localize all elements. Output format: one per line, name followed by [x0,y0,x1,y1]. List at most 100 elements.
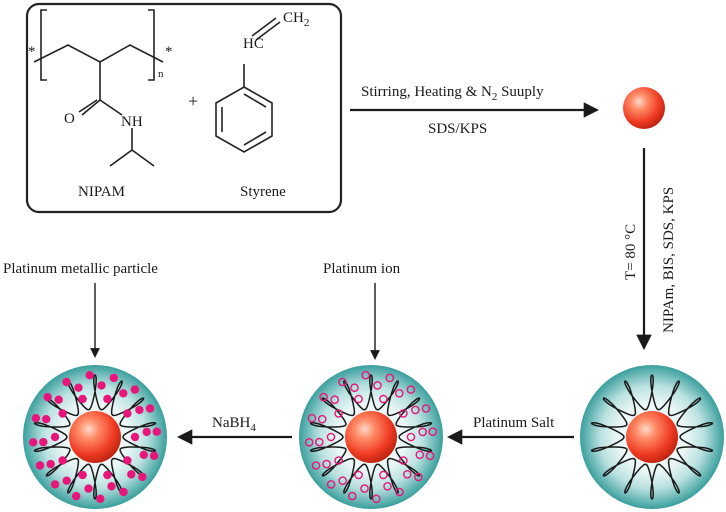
step1-condition: Stirring, Heating & N2 Suuply [361,84,544,103]
pt-ion [385,373,395,383]
pt-ion [379,470,388,480]
pt-ion [326,480,336,489]
pt-ion-loaded-microgel [299,365,443,509]
pt-ion [394,388,404,398]
pt-particle [142,427,151,437]
pt-particle [130,385,140,394]
pt-particle [127,470,136,479]
pt-particle [43,392,52,402]
pt-ion [395,487,404,497]
callout-ion-label: Platinum ion [323,261,401,277]
amide-nh: NH [121,114,143,130]
pt-ion [406,385,416,394]
step2-arrow: T= 80 °C NIPAm, BIS, SDS, KPS [623,148,677,351]
pt-ion [425,451,435,461]
pt-ion [317,414,327,424]
step3-reagent: Platinum Salt [473,415,555,431]
step2-temperature: T= 80 °C [623,224,639,280]
pt-particle [39,437,48,447]
pt-particle [97,381,106,390]
pt-ion [360,484,369,493]
pt-ion [411,405,420,415]
end-star-right: * [165,44,173,60]
pt-particle [84,484,93,493]
pt-ion [402,469,412,479]
vinyl-ch2: CH2 [283,10,309,29]
pnipam-chains [309,373,433,501]
vinyl-hc: HC [243,36,264,52]
pt-ion [334,456,343,465]
pt-ion [361,370,371,380]
pt-ion [338,377,347,387]
pt-particle [152,427,161,436]
pt-particle [50,432,60,442]
styrene-structure [215,17,281,153]
nipam-structure [33,9,164,167]
step4-arrow: NaBH4 [176,415,292,445]
nipam-label: NIPAM [78,184,125,200]
step1-reagents: SDS/KPS [428,121,487,137]
step2-reagents: NIPAm, BIS, SDS, KPS [661,187,677,333]
pt-particle [130,432,140,442]
pt-ion [399,456,408,465]
pt-ion [415,450,425,460]
pt-particle [72,491,81,501]
pt-ion [326,432,336,442]
pt-particle [109,373,119,383]
pt-ion [304,437,314,447]
pt-particle [54,395,63,404]
pt-particle [103,394,112,404]
pt-particle [29,438,38,447]
pt-particle [103,470,112,480]
pnipam-chains [590,373,714,501]
pt-particle [46,459,55,469]
pt-particle [35,461,45,470]
pt-ion [338,476,348,486]
pt-ion [330,395,340,405]
pt-ion [383,481,392,491]
pt-ion [354,470,363,480]
callout-ion: Platinum ion [323,261,401,360]
pt-particle [58,409,67,418]
repeat-n: n [158,68,164,80]
pt-ion [307,413,317,423]
pt-particle [119,389,128,398]
pt-particle [62,377,71,387]
pt-ion [350,383,359,393]
pt-particle [123,456,132,465]
pt-ion [319,392,328,402]
pt-particle [42,415,51,424]
pt-particle [119,487,128,497]
callout-metallic: Platinum metallic particle [3,261,158,358]
pt-ion [334,409,343,418]
pt-particle [107,482,116,491]
pnipam-chains [33,373,157,501]
pt-particle [50,480,60,489]
ps-core-particle [623,87,665,129]
pt-ion [373,381,382,390]
pt-particle [139,450,148,459]
ps-core [626,411,678,463]
pt-ion [379,394,388,404]
pt-particle [62,476,71,485]
step4-reagent: NaBH4 [212,415,256,434]
pt-particle [135,405,144,415]
pt-ion [322,459,331,469]
ps-core [69,411,121,463]
end-star-left: * [28,44,36,60]
pt-ion [428,427,438,437]
styrene-label: Styrene [240,184,286,200]
pt-particle [31,414,41,423]
pt-particle [58,456,67,465]
pt-particle [78,394,87,404]
step1-arrow: Stirring, Heating & N2 Suuply SDS/KPS [350,84,600,137]
pt-ion [414,472,423,482]
pt-ion [354,394,363,404]
plus-sign: + [188,91,198,111]
step3-arrow: Platinum Salt [446,415,574,445]
pt-particle [138,472,147,482]
pt-particle [74,383,83,392]
pt-ion [399,409,408,418]
pt-ion [371,494,381,504]
